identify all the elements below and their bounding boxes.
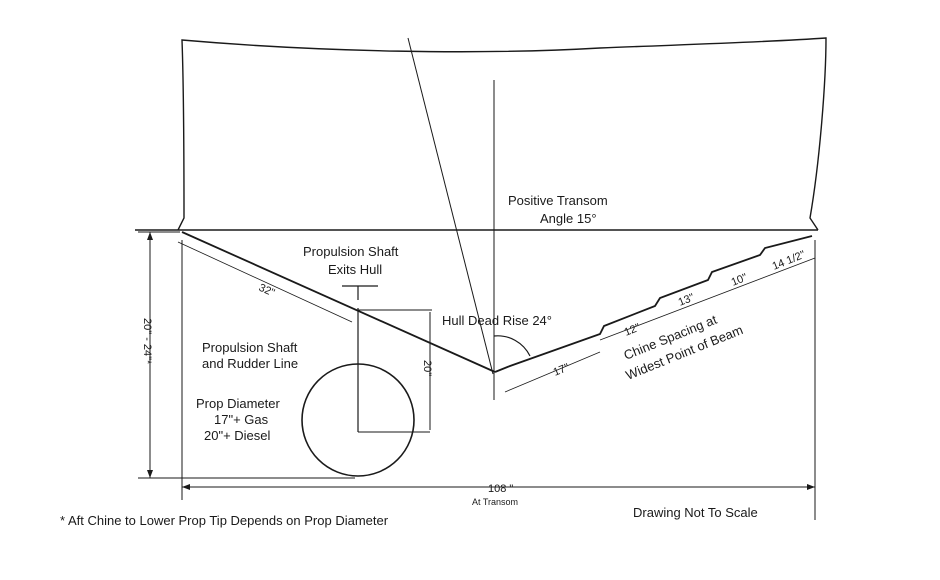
dead-rise-arc — [493, 335, 531, 357]
hull-bottom-port — [181, 231, 496, 373]
positive-transom-label-2: Angle 15° — [540, 211, 597, 226]
not-to-scale-text: Drawing Not To Scale — [633, 505, 758, 520]
prop-shaft-exits-label-2: Exits Hull — [328, 262, 382, 277]
dim-height: 20" - 24"* — [141, 318, 153, 365]
positive-transom-label-1: Positive Transom — [508, 193, 608, 208]
dim-10: 10" — [730, 272, 750, 289]
transom-angle-line — [407, 37, 494, 375]
shaft-rudder-label-2: and Rudder Line — [202, 356, 298, 371]
chine-17-dim-line — [504, 351, 601, 393]
prop-diameter-label-1: Prop Diameter — [196, 396, 280, 411]
dim-20-shaft: 20" — [421, 360, 433, 376]
prop-diameter-label-3: 20"+ Diesel — [204, 428, 271, 443]
hull-dead-rise-label: Hull Dead Rise 24° — [442, 313, 552, 328]
dim-17: 17" — [552, 362, 572, 379]
propeller-circle — [301, 363, 415, 477]
footnote-text: * Aft Chine to Lower Prop Tip Depends on… — [60, 513, 389, 528]
edge-32-dim-line — [177, 241, 353, 323]
dim-32: 32" — [257, 282, 277, 300]
dim-width-sub: At Transom — [472, 497, 518, 507]
hull-bottom-starboard-chines — [494, 235, 813, 373]
prop-shaft-exits-label-1: Propulsion Shaft — [303, 244, 399, 259]
dim-13: 13" — [677, 292, 697, 309]
chine-dim-ticks-line — [599, 257, 816, 341]
shaft-rudder-label-1: Propulsion Shaft — [202, 340, 298, 355]
transom-outline — [177, 37, 827, 231]
dim-width: 108 " — [488, 483, 513, 495]
dim-14-5: 14 1/2" — [771, 249, 808, 273]
prop-diameter-label-2: 17"+ Gas — [214, 412, 269, 427]
dim-12: 12" — [623, 322, 643, 339]
